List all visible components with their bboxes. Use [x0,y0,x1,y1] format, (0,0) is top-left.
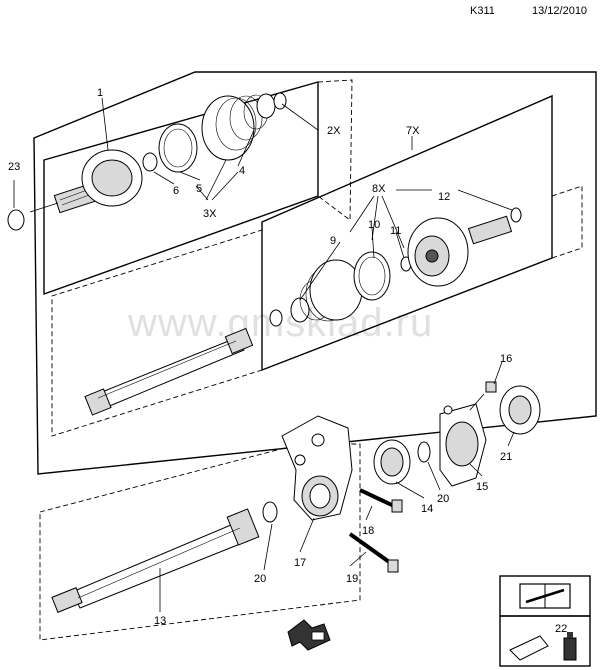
callout-21: 21 [500,451,512,463]
inner-circlip [510,207,522,223]
inner-joint-frame [261,94,553,372]
drive-shaft [84,327,254,416]
callout-16: 16 [500,353,512,365]
callout-15: 15 [476,481,488,493]
inner-boot [290,259,363,323]
legend-box [499,575,591,667]
callout-7x: 7X [406,125,420,137]
callout-labels: 1 2X 7X 8X 3X 4 5 6 9 10 11 12 13 14 15 … [8,87,567,635]
callout-20-lower: 20 [254,573,266,585]
callout-2x: 2X [327,125,341,137]
diagram-date: 13/12/2010 [532,5,587,17]
callout-3x: 3X [203,208,217,220]
shaft-circlip [262,501,278,523]
callout-4: 4 [239,165,245,177]
manual-wrench-icon [519,583,571,609]
callout-14: 14 [421,503,433,515]
callout-6: 6 [173,185,179,197]
bearing-housing-plate [439,403,487,487]
callout-8x: 8X [372,183,386,195]
dust-seal [499,385,541,435]
circlip-23 [7,209,25,231]
callout-18: 18 [362,525,374,537]
callout-10: 10 [368,219,380,231]
tripod-joint [407,215,513,287]
callout-1: 1 [97,87,103,99]
callout-13: 13 [154,615,166,627]
clamp-small [142,152,158,172]
callout-19: 19 [346,573,358,585]
leader-lines [13,97,515,612]
intermediate-shaft [51,508,260,613]
boot-band [158,123,198,173]
callout-9: 9 [330,235,336,247]
callout-23: 23 [8,161,20,173]
callout-5: 5 [196,183,202,195]
callout-11: 11 [390,225,401,237]
callout-20-upper: 20 [437,493,449,505]
boot-clamp-top [273,92,287,110]
bolt-16 [469,381,497,411]
bearing-circlip [417,441,431,463]
assembly-frame [33,71,597,475]
lubricant-icon [509,632,577,661]
inner-clamp-small [269,309,283,327]
inner-boot-band [353,251,391,301]
front-direction-arrow-icon [287,619,331,651]
outer-boot [201,93,276,161]
callout-22: 22 [555,623,567,635]
bearing [373,439,411,485]
callout-12: 12 [438,191,450,203]
bolt-19 [348,532,399,573]
outer-cv-joint [29,149,143,214]
bolt-18 [359,488,403,513]
diagram-code: K311 [470,5,495,17]
bearing-bracket [281,415,353,521]
callout-17: 17 [294,557,306,569]
